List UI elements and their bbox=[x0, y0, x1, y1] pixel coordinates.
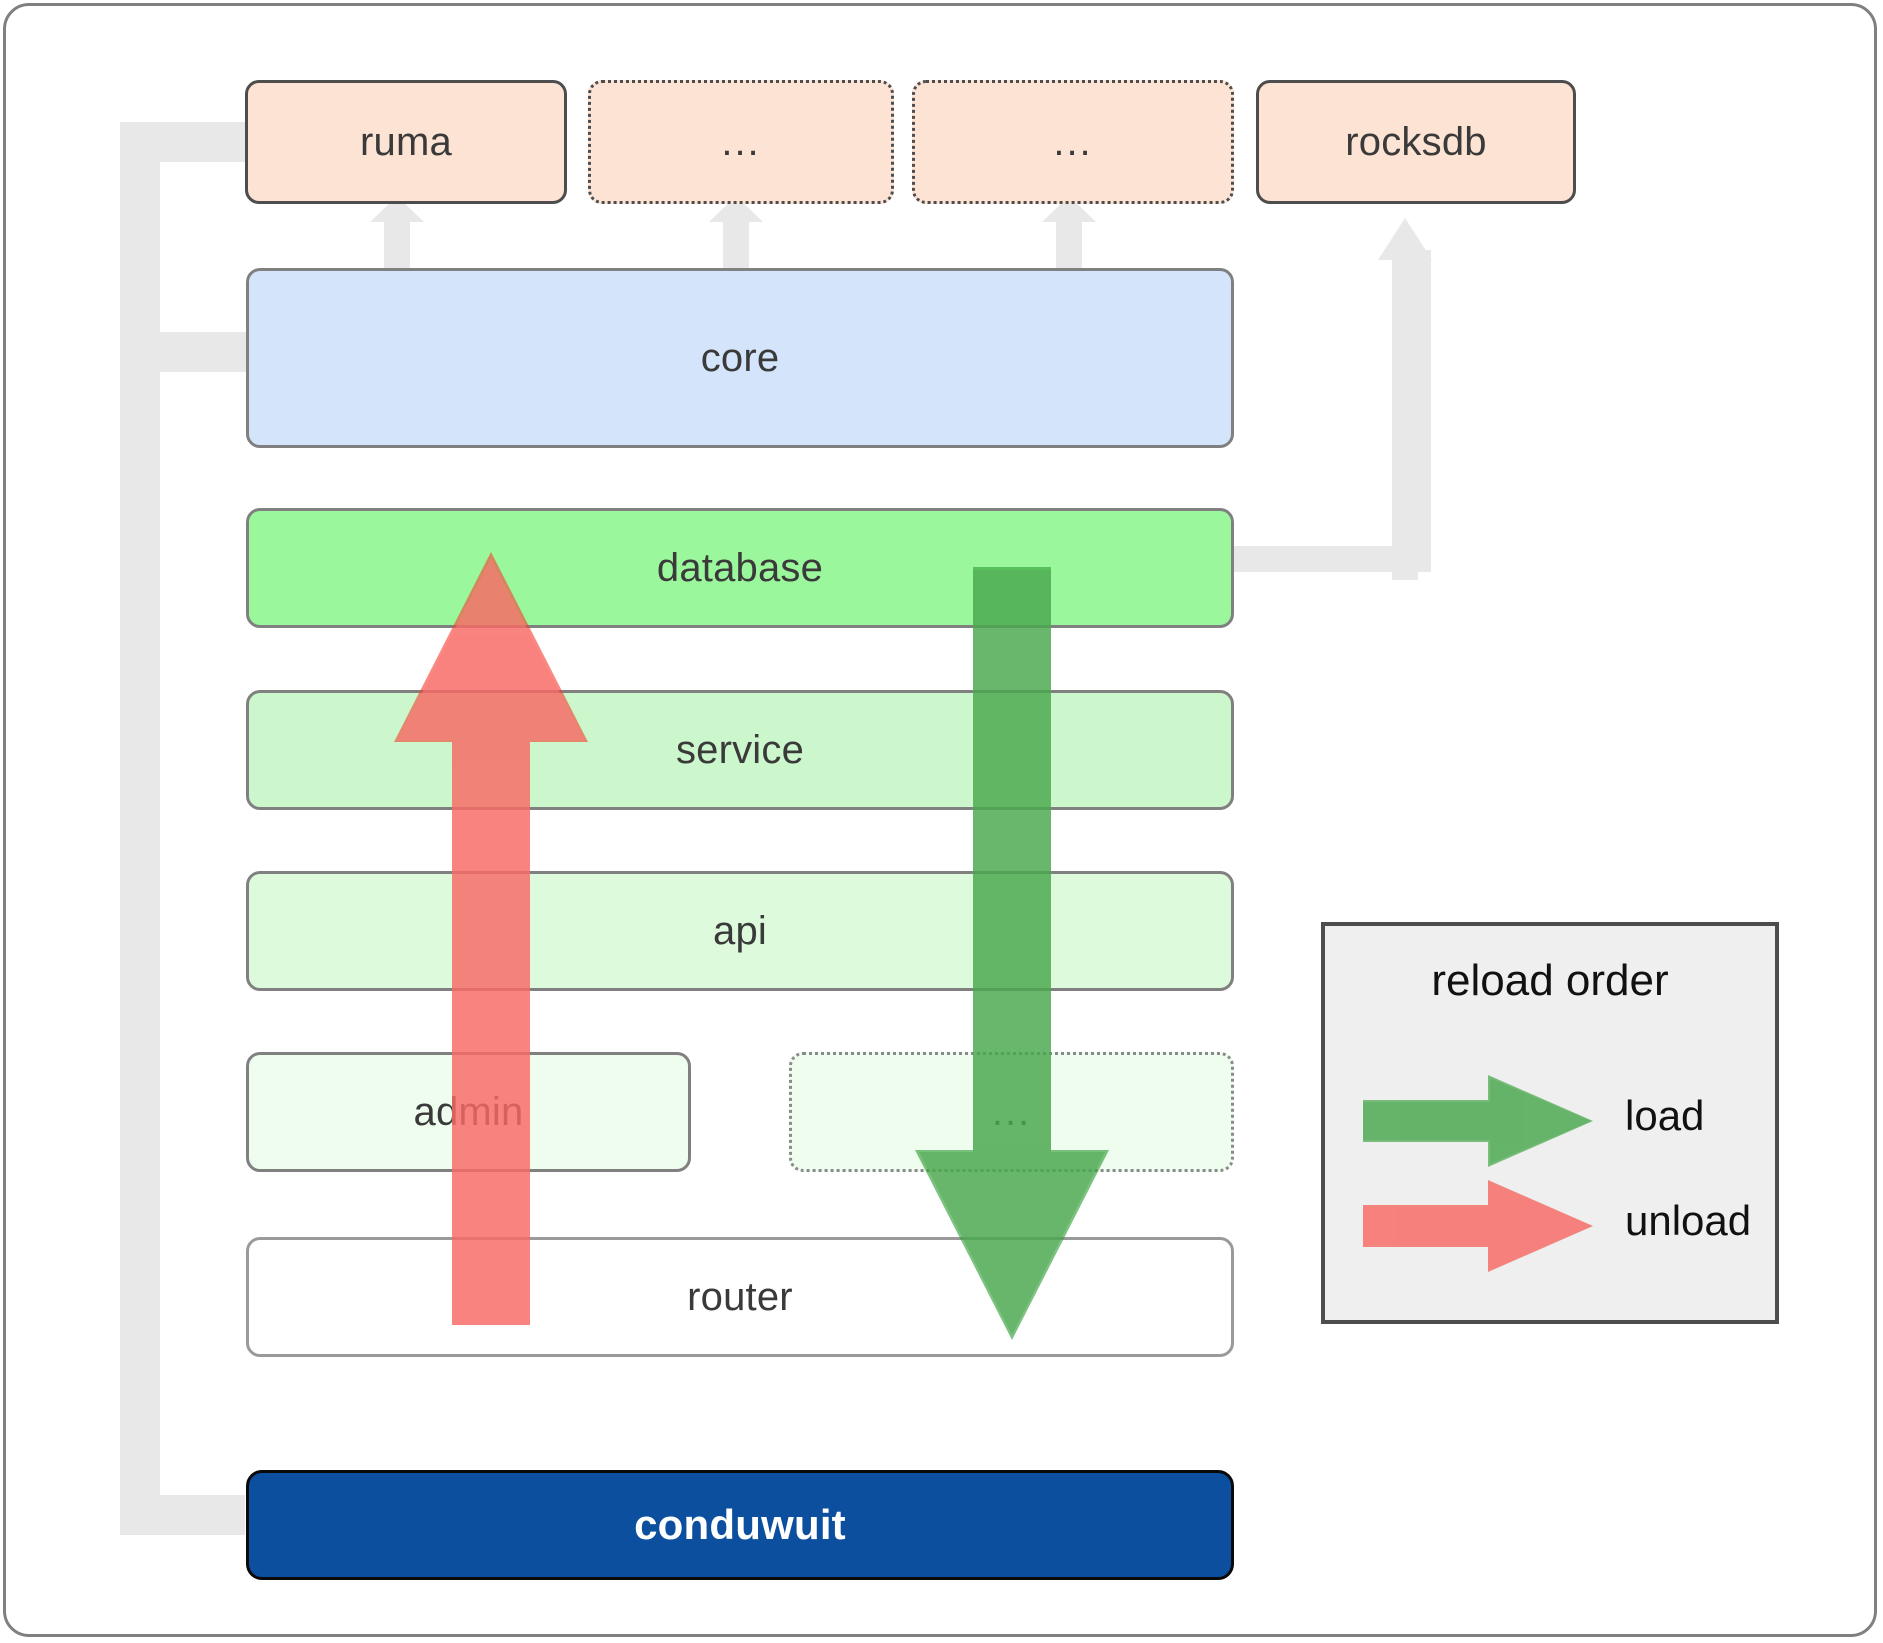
crate-label: ... bbox=[1053, 119, 1093, 164]
layer-box-database[interactable]: database bbox=[246, 508, 1234, 628]
layer-box-service[interactable]: service bbox=[246, 690, 1234, 810]
layer-label: service bbox=[675, 727, 805, 772]
legend-label-load: load bbox=[1625, 1092, 1705, 1139]
arrow-right-icon bbox=[1363, 1075, 1593, 1167]
crate-box-placeholder-1[interactable]: ... bbox=[588, 80, 894, 204]
layer-box-admin[interactable]: admin bbox=[246, 1052, 691, 1172]
binary-box-conduwuit[interactable]: conduwuit bbox=[246, 1470, 1234, 1580]
legend-row-unload: unload bbox=[1325, 1171, 1775, 1281]
binary-label: conduwuit bbox=[634, 1501, 846, 1548]
core-box[interactable]: core bbox=[246, 268, 1234, 448]
crate-label: ... bbox=[721, 119, 761, 164]
layer-box-placeholder[interactable]: ... bbox=[789, 1052, 1234, 1172]
layer-label: ... bbox=[991, 1089, 1032, 1134]
arrow-right-icon bbox=[1363, 1180, 1593, 1272]
layer-label: database bbox=[656, 545, 824, 590]
layer-box-router[interactable]: router bbox=[246, 1237, 1234, 1357]
legend-label-unload: unload bbox=[1625, 1197, 1752, 1244]
core-label: core bbox=[700, 335, 780, 380]
layer-box-api[interactable]: api bbox=[246, 871, 1234, 991]
layer-label: api bbox=[713, 908, 767, 953]
legend-title: reload order bbox=[1431, 956, 1669, 1005]
crate-box-rocksdb[interactable]: rocksdb bbox=[1256, 80, 1576, 204]
diagram-frame bbox=[3, 3, 1877, 1637]
layer-label: router bbox=[687, 1274, 793, 1319]
legend-panel: reload order load bbox=[1321, 922, 1779, 1324]
legend-row-load: load bbox=[1325, 1066, 1775, 1176]
crate-label: rocksdb bbox=[1345, 119, 1487, 164]
crate-label: ruma bbox=[360, 119, 452, 164]
layer-label: admin bbox=[413, 1089, 524, 1134]
crate-box-ruma[interactable]: ruma bbox=[245, 80, 567, 204]
crate-box-placeholder-2[interactable]: ... bbox=[912, 80, 1234, 204]
